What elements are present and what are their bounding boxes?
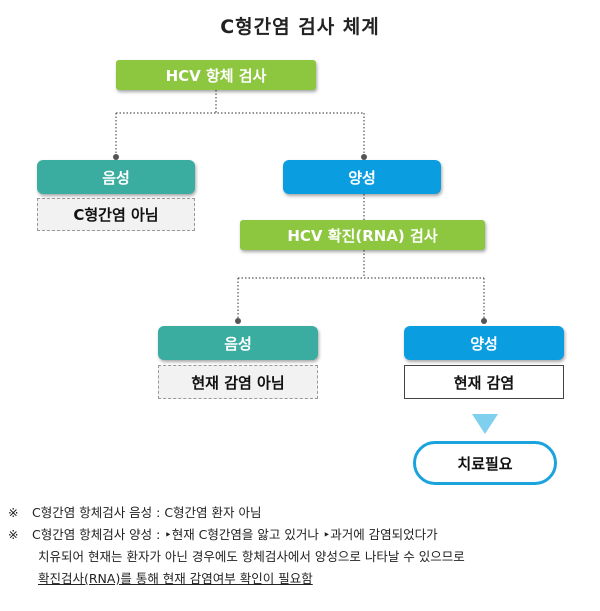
reference-mark-icon: ※ <box>8 505 19 520</box>
footnote-1-text: C형간염 항체검사 음성 : C형간염 환자 아님 <box>32 505 262 520</box>
positive-node-2: 양성 <box>404 326 564 360</box>
down-arrow-icon <box>472 414 498 434</box>
footnote-2-line1: C형간염 항체검사 양성 : ‣현재 C형간염을 앓고 있거나 ‣과거에 감염되… <box>32 527 438 542</box>
positive-node-1: 양성 <box>283 160 441 194</box>
footnote-1: ※ C형간염 항체검사 음성 : C형간염 환자 아님 <box>8 502 596 524</box>
footnotes: ※ C형간염 항체검사 음성 : C형간염 환자 아님 ※ C형간염 항체검사 양성… <box>8 502 596 590</box>
negative-node-2: 음성 <box>158 326 318 360</box>
not-current-infection-node: 현재 감염 아님 <box>158 365 318 399</box>
hcv-rna-test-node: HCV 확진(RNA) 검사 <box>240 220 485 250</box>
footnote-2: ※ C형간염 항체검사 양성 : ‣현재 C형간염을 앓고 있거나 ‣과거에 감염… <box>8 524 596 546</box>
negative-node-1: 음성 <box>37 160 195 194</box>
reference-mark-icon: ※ <box>8 527 19 542</box>
footnote-2-line3: 확진검사(RNA)를 통해 현재 감염여부 확인이 필요함 <box>38 571 313 586</box>
not-hepc-node: C형간염 아님 <box>37 198 195 231</box>
hcv-antibody-test-node: HCV 항체 검사 <box>116 60 316 90</box>
treatment-needed-node: 치료필요 <box>413 441 557 485</box>
footnote-2-line2: 치유되어 현재는 환자가 아닌 경우에도 항체검사에서 양성으로 나타날 수 있… <box>38 549 465 564</box>
current-infection-node: 현재 감염 <box>404 365 564 399</box>
page-title: C형간염 검사 체계 <box>220 16 380 38</box>
